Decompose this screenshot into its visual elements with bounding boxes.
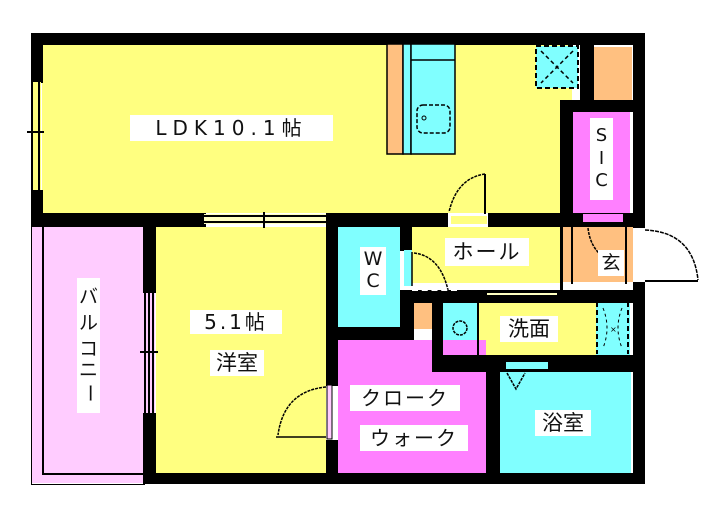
washer-space-icon: × <box>596 302 629 354</box>
balcony-char: ー <box>78 383 101 403</box>
wc-door[interactable] <box>404 250 459 300</box>
basin-divider <box>477 303 479 355</box>
balcony-rail-bottom <box>31 484 145 485</box>
ldk-west-window <box>27 82 44 190</box>
entrance-door[interactable] <box>643 228 713 288</box>
wash-door-strip <box>486 292 558 296</box>
wall-hall-south <box>400 290 645 303</box>
balcony-inner-line <box>42 227 44 474</box>
svg-text:×: × <box>610 325 617 334</box>
wall-basin-west <box>432 303 443 370</box>
sic-char: I <box>598 147 605 169</box>
balcony-rail <box>31 227 32 485</box>
basin-icon <box>452 320 468 336</box>
kitchen-counter <box>386 43 456 155</box>
wall-sic-west <box>560 100 573 227</box>
fridge-space-icon <box>535 45 579 89</box>
balcony-sliding-window[interactable] <box>140 293 160 415</box>
western-size-label: 5.1帖 <box>190 310 282 334</box>
wall-entrance-west <box>560 213 563 303</box>
balcony-char: バ <box>78 285 98 308</box>
bath-label: 浴室 <box>535 410 591 436</box>
sink-icon <box>416 104 451 134</box>
ldk-label: LDK10.1帖 <box>130 115 333 141</box>
wall-top <box>31 33 645 45</box>
bath-fold-door[interactable] <box>505 371 535 393</box>
balcony-char: ル <box>78 311 98 334</box>
wall-sic-top <box>560 100 645 112</box>
hall-door-gap <box>412 289 457 293</box>
wall-balcony-western <box>143 227 156 293</box>
sic-shelf <box>594 47 632 100</box>
sic-opening <box>583 214 623 222</box>
bath-door-strip <box>506 362 548 369</box>
wall-wc-south <box>326 327 414 340</box>
balcony-label: バ ル コ ニ ー <box>77 278 100 413</box>
western-door[interactable] <box>274 384 334 445</box>
washroom-label: 洗面 <box>500 316 558 342</box>
wall-right-lower <box>633 282 645 484</box>
wall-balcony-western-low <box>143 413 156 484</box>
wall-left-upper <box>31 33 43 83</box>
walkin-closet-upper <box>338 340 432 370</box>
sic-char: C <box>595 170 608 192</box>
balcony-char: コ <box>78 337 98 360</box>
wall-wc-east <box>400 213 412 251</box>
walkin-label-2: ウォーク <box>360 425 468 451</box>
balcony-char: ニ <box>78 359 98 382</box>
western-label: 洋室 <box>210 350 264 376</box>
entrance-label: 玄 <box>598 250 624 276</box>
sic-label: S I C <box>590 118 613 200</box>
wc-char: W <box>363 248 383 271</box>
wall-western-east <box>326 213 338 386</box>
ldk-door[interactable] <box>447 172 497 224</box>
wall-fridge-side <box>580 33 594 112</box>
walkin-label-1: クローク <box>350 385 460 411</box>
balcony-inner-bottom <box>42 473 144 475</box>
wall-ldk-south-a <box>31 213 206 227</box>
ldk-western-sliding-door[interactable] <box>204 212 326 232</box>
wc-char: C <box>366 270 380 292</box>
wall-western-east-low <box>326 440 338 484</box>
sic-char: S <box>595 124 608 146</box>
washer-area <box>596 303 630 355</box>
wall-right <box>633 33 645 228</box>
wall-bottom <box>143 473 645 484</box>
wc-label: W C <box>360 247 386 295</box>
wall-ldk-south-b <box>326 213 448 227</box>
hall-label: ホール <box>445 238 529 266</box>
wall-walkin-bath <box>486 355 500 484</box>
wall-storage-v <box>400 290 414 340</box>
